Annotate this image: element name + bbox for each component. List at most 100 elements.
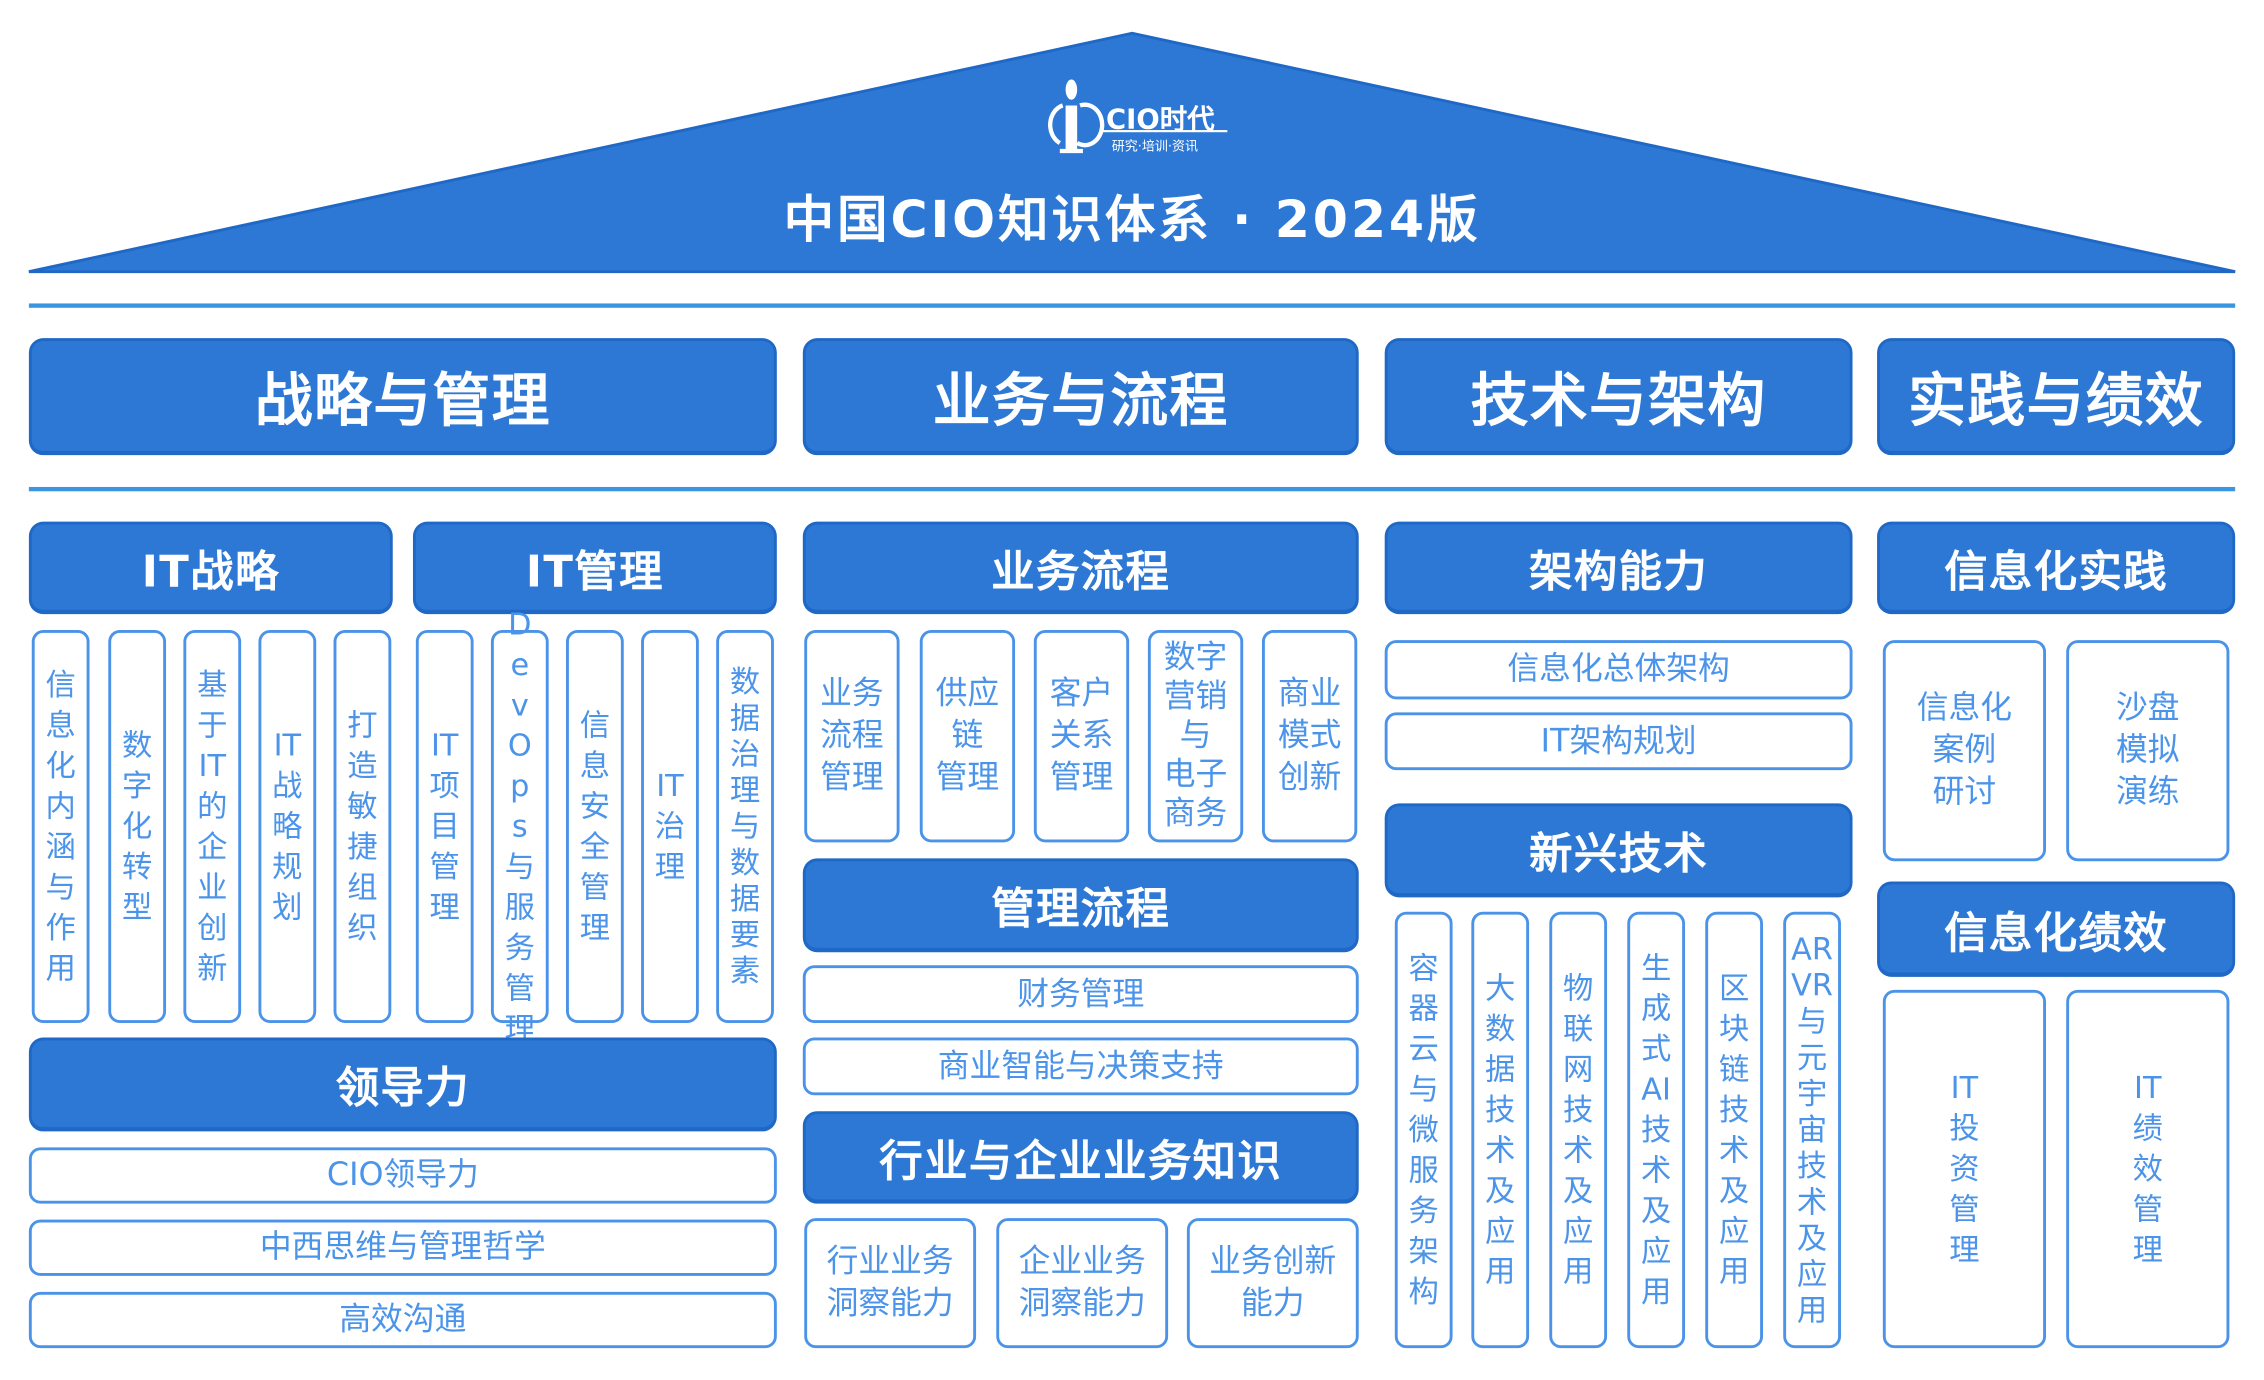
vertical-char: 的 bbox=[197, 788, 228, 824]
topic-box: 打造敏捷组织 bbox=[333, 630, 392, 1024]
vertical-char: 宙 bbox=[1796, 1111, 1828, 1147]
vertical-char: 宇 bbox=[1796, 1075, 1828, 1111]
vertical-char: 及 bbox=[1563, 1173, 1594, 1209]
vertical-char: 信 bbox=[579, 708, 611, 743]
vertical-char: 数 bbox=[122, 728, 153, 763]
vertical-char: 技 bbox=[1718, 1092, 1750, 1128]
vertical-char: 创 bbox=[197, 910, 228, 946]
roof-triangle bbox=[28, 31, 2236, 274]
vertical-char: 理 bbox=[2132, 1232, 2163, 1268]
vertical-char: 数 bbox=[729, 663, 761, 699]
vertical-char: 术 bbox=[1718, 1132, 1750, 1168]
logo-tagline: 研究·培训·资讯 bbox=[1111, 140, 1199, 155]
topic-box: 信息化 案例 研讨 bbox=[1882, 640, 2047, 862]
topic-box: 中西思维与管理哲学 bbox=[28, 1219, 777, 1276]
vertical-char: 理 bbox=[654, 849, 686, 885]
vertical-char: 管 bbox=[1949, 1192, 1980, 1227]
vertical-char: 网 bbox=[1563, 1051, 1594, 1087]
vertical-char: 技 bbox=[1563, 1092, 1594, 1128]
vertical-char: 造 bbox=[347, 748, 378, 784]
vertical-char: 与 bbox=[504, 849, 535, 885]
topic-box: 商业智能与决策支持 bbox=[802, 1037, 1359, 1096]
vertical-char: 成 bbox=[1640, 991, 1672, 1026]
vertical-char: 用 bbox=[1796, 1292, 1828, 1328]
vertical-char: 与 bbox=[45, 869, 76, 905]
topic-box: 信息化总体架构 bbox=[1384, 640, 1853, 700]
vertical-char: 及 bbox=[1640, 1193, 1672, 1229]
vertical-char: IT bbox=[2134, 1070, 2162, 1106]
vertical-char: 联 bbox=[1563, 1011, 1594, 1047]
vertical-char: 及 bbox=[1796, 1220, 1828, 1255]
vertical-char: 作 bbox=[45, 910, 76, 946]
section-it-management: IT管理 bbox=[412, 521, 777, 615]
vertical-char: 元 bbox=[1796, 1039, 1828, 1075]
topic-box: 高效沟通 bbox=[28, 1291, 777, 1349]
vertical-char: 式 bbox=[1640, 1031, 1672, 1067]
section-emerging-tech: 新兴技术 bbox=[1384, 803, 1853, 898]
topic-box: 供应 链 管理 bbox=[919, 630, 1016, 843]
vertical-char: 应 bbox=[1718, 1213, 1750, 1249]
vertical-char: AR bbox=[1791, 931, 1834, 966]
vertical-char: 应 bbox=[1563, 1213, 1594, 1249]
vertical-char: 区 bbox=[1718, 971, 1750, 1006]
pillar-business-process: 业务与流程 bbox=[802, 338, 1359, 456]
vertical-char: 信 bbox=[45, 667, 76, 703]
topic-box: 商业 模式 创新 bbox=[1261, 630, 1358, 843]
topic-box: 行业业务 洞察能力 bbox=[804, 1218, 977, 1349]
vertical-char: 组 bbox=[347, 869, 378, 905]
vertical-char: 企 bbox=[197, 829, 228, 865]
topic-box: 数字化转型 bbox=[108, 630, 167, 1024]
vertical-char: 理 bbox=[429, 890, 460, 925]
vertical-char: 转 bbox=[122, 849, 153, 885]
vertical-char: 理 bbox=[729, 772, 761, 808]
vertical-char: 术 bbox=[1640, 1153, 1672, 1188]
vertical-char: 投 bbox=[1949, 1111, 1980, 1146]
topic-box: 信息安全管理 bbox=[566, 630, 624, 1024]
vertical-char: 息 bbox=[579, 748, 611, 784]
vertical-char: 治 bbox=[729, 736, 761, 771]
vertical-char: 块 bbox=[1718, 1011, 1750, 1047]
vertical-char: IT bbox=[273, 728, 302, 763]
vertical-char: 织 bbox=[347, 910, 378, 946]
topic-box: 业务 流程 管理 bbox=[804, 630, 900, 843]
topic-box: 数据治理与数据要素 bbox=[716, 630, 774, 1024]
vertical-char: 化 bbox=[122, 809, 153, 844]
vertical-char: 与 bbox=[1408, 1072, 1439, 1107]
logo-brand: CIO时代 bbox=[1106, 104, 1215, 136]
vertical-char: 管 bbox=[429, 849, 460, 885]
vertical-char: 技 bbox=[1640, 1112, 1672, 1148]
vertical-char: 务 bbox=[504, 930, 535, 966]
vertical-char: 数 bbox=[1485, 1011, 1516, 1047]
vertical-char: 器 bbox=[1408, 991, 1439, 1026]
vertical-char: e bbox=[510, 647, 530, 683]
vertical-char: AI bbox=[1641, 1072, 1671, 1107]
vertical-char: D bbox=[508, 606, 532, 642]
vertical-char: 术 bbox=[1485, 1132, 1516, 1168]
vertical-char: 大 bbox=[1485, 971, 1516, 1006]
vertical-char: 用 bbox=[1640, 1274, 1672, 1310]
vertical-char: IT bbox=[198, 748, 226, 784]
vertical-char: 规 bbox=[272, 849, 303, 885]
vertical-char: IT bbox=[1950, 1070, 1979, 1106]
vertical-char: 基 bbox=[197, 667, 228, 703]
topic-box: 容器云与微服务架构 bbox=[1394, 911, 1453, 1349]
vertical-char: 业 bbox=[197, 869, 228, 905]
topic-box: 业务创新 能力 bbox=[1186, 1218, 1359, 1349]
pillar-strategy-management: 战略与管理 bbox=[28, 338, 777, 456]
section-business-process: 业务流程 bbox=[802, 521, 1359, 615]
vertical-char: s bbox=[511, 809, 528, 844]
vertical-char: 略 bbox=[272, 809, 303, 844]
vertical-char: 要 bbox=[729, 916, 761, 952]
vertical-char: 战 bbox=[272, 768, 303, 804]
vertical-char: 构 bbox=[1408, 1274, 1439, 1310]
vertical-char: 敏 bbox=[347, 788, 378, 824]
vertical-char: 用 bbox=[45, 950, 76, 986]
page-title: 中国CIO知识体系 · 2024版 bbox=[783, 192, 1481, 250]
